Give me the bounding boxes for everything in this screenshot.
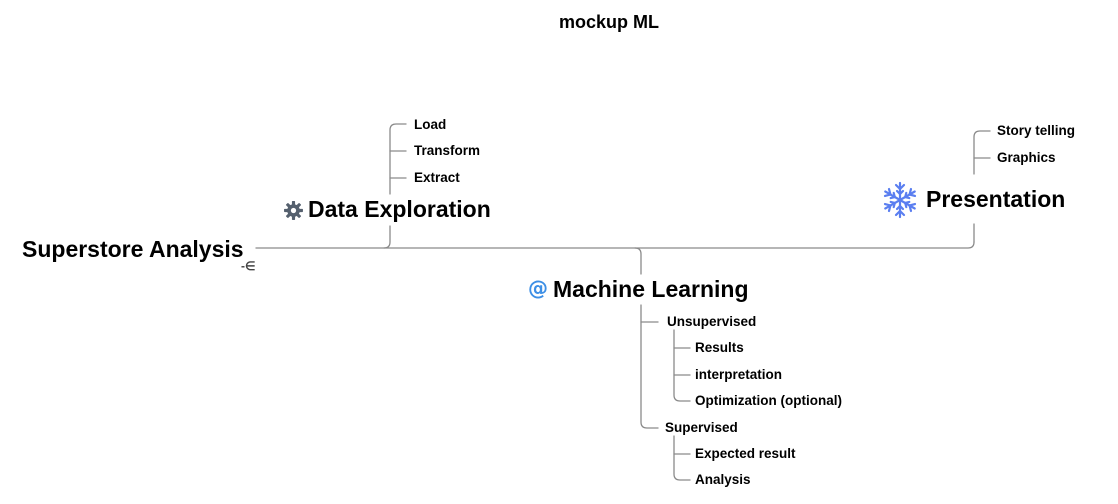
branch-presentation[interactable]: Presentation	[926, 186, 1066, 212]
leaf-optimization[interactable]: Optimization (optional)	[695, 393, 842, 408]
leaf-extract[interactable]: Extract	[414, 170, 460, 185]
gear-icon	[283, 200, 304, 225]
leaf-expected-result[interactable]: Expected result	[695, 446, 796, 461]
data-exploration-child-tree	[389, 123, 407, 195]
collapse-toggle[interactable]: -∈	[241, 259, 256, 273]
leaf-graphics[interactable]: Graphics	[997, 150, 1056, 165]
leaf-transform[interactable]: Transform	[414, 143, 481, 158]
presentation-child-tree	[973, 130, 991, 175]
leaf-interpretation[interactable]: interpretation	[695, 367, 783, 382]
map-title: mockup ML	[559, 12, 660, 32]
at-sign-icon: @	[528, 276, 548, 300]
snowflake-icon	[880, 180, 920, 224]
node-supervised[interactable]: Supervised	[665, 420, 738, 435]
leaf-results[interactable]: Results	[695, 340, 744, 355]
supervised-child-tree	[673, 435, 691, 481]
root-node[interactable]: Superstore Analysis	[22, 236, 244, 262]
node-unsupervised[interactable]: Unsupervised	[667, 314, 757, 329]
machine-learning-child-tree	[640, 304, 659, 429]
unsupervised-child-tree	[673, 329, 691, 402]
leaf-story-telling[interactable]: Story telling	[997, 123, 1076, 138]
leaf-analysis[interactable]: Analysis	[695, 472, 751, 487]
branch-data-exploration[interactable]: Data Exploration	[308, 196, 491, 222]
machine-learning-stem	[634, 247, 642, 275]
leaf-load[interactable]: Load	[414, 117, 447, 132]
spine-line	[255, 241, 975, 249]
branch-machine-learning[interactable]: Machine Learning	[553, 276, 749, 302]
data-exploration-stem	[383, 225, 391, 249]
